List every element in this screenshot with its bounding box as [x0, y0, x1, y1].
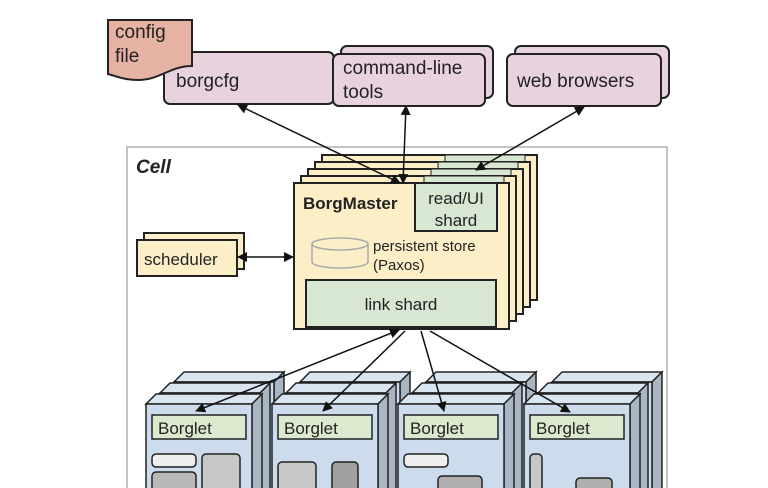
borgcfg-box: borgcfg	[163, 51, 335, 105]
task-container	[575, 477, 613, 488]
borgmaster-box: BorgMaster read/UI shard persistent stor…	[293, 182, 510, 330]
read-ui-shard-line1: read/UI	[428, 189, 484, 208]
database-icon	[311, 237, 369, 269]
task-container	[151, 453, 197, 468]
task-container	[437, 475, 483, 488]
task-container	[331, 461, 359, 488]
borglet-label: Borglet	[410, 419, 464, 438]
task-container	[403, 453, 449, 468]
cell-title: Cell	[136, 157, 172, 178]
read-ui-shard: read/UI shard	[414, 182, 498, 232]
arrow-borgcfg-to-master	[237, 104, 401, 184]
command-line-tools-label-line1: command-line	[343, 58, 462, 79]
web-browsers-label: web browsers	[516, 71, 634, 92]
borglet-machine-stack: Borglet	[522, 370, 664, 488]
config-file-label-line2: file	[115, 46, 139, 67]
arrow-web-to-readui	[475, 106, 585, 171]
borglet-machine-stack: Borglet	[270, 370, 412, 488]
arrow-link-to-borglet-3	[420, 330, 447, 412]
arrow-link-to-borglet-2	[322, 330, 406, 412]
link-shard: link shard	[305, 279, 497, 328]
borglet-label: Borglet	[284, 419, 338, 438]
task-container	[277, 461, 317, 488]
scheduler-label: scheduler	[144, 250, 218, 269]
borglet-machine-stack: Borglet	[144, 370, 286, 488]
borglet-label: Borglet	[536, 419, 590, 438]
config-file-document: config file	[107, 19, 193, 82]
borglet-box	[277, 414, 373, 440]
persistent-store-line1: persistent store	[373, 238, 476, 255]
scheduler-box: scheduler	[136, 232, 245, 277]
borglet-label: Borglet	[158, 419, 212, 438]
task-container	[201, 453, 241, 488]
connection-arrows	[195, 104, 585, 413]
arrow-link-to-borglet-1	[195, 328, 400, 413]
command-line-tools-box: command-line tools	[332, 45, 494, 107]
borglet-machine-stack: Borglet	[396, 370, 538, 488]
borgmaster-title: BorgMaster	[303, 194, 398, 213]
persistent-store-line2: (Paxos)	[373, 257, 425, 274]
borglet-box	[403, 414, 499, 440]
arrow-link-to-borglet-4	[429, 330, 571, 413]
borglet-machines: Borglet Borglet Borglet Borglet	[144, 370, 664, 488]
read-ui-shard-line2: shard	[435, 211, 478, 230]
borglet-box	[151, 414, 247, 440]
arrow-cli-to-master	[398, 105, 411, 184]
config-file-label-line1: config	[115, 22, 166, 43]
borglet-box	[529, 414, 625, 440]
web-browsers-box: web browsers	[506, 45, 670, 107]
command-line-tools-label-line2: tools	[343, 82, 383, 103]
link-shard-label: link shard	[365, 295, 438, 314]
task-container	[151, 471, 197, 488]
borgcfg-label: borgcfg	[176, 71, 239, 92]
task-container	[529, 453, 543, 488]
